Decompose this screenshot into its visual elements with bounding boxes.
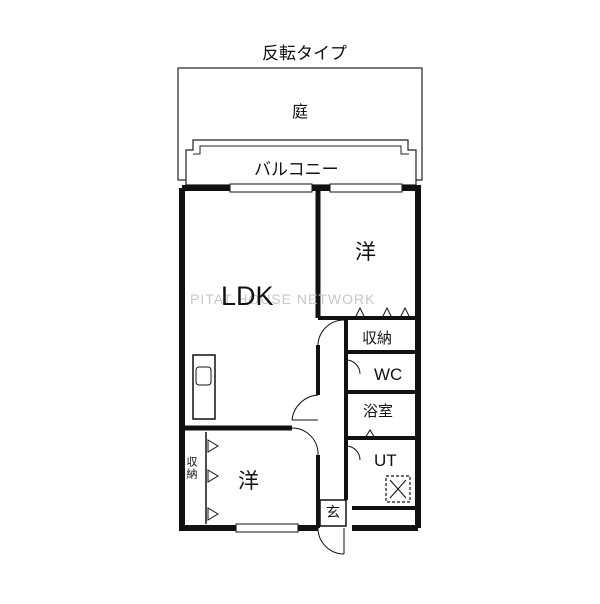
balcony-inner-line: [193, 145, 409, 155]
western-room-1-label: 洋: [355, 240, 376, 264]
washer-pan: [385, 475, 411, 503]
watermark: PITAT HOUSE NETWORK: [190, 291, 376, 307]
ldk-label: LDK: [221, 281, 274, 311]
closet-marker: [207, 507, 219, 521]
bathroom-label: 浴室: [363, 402, 394, 420]
kitchen-sink: [195, 366, 212, 386]
door-swing-ldk: [291, 394, 319, 421]
door-swing-wc: [345, 359, 361, 375]
closet-marker: [354, 306, 366, 319]
closet-marker: [207, 439, 219, 453]
bath-marker: [364, 429, 376, 439]
closet-marker: [381, 306, 393, 319]
utility-label: UT: [374, 451, 397, 470]
kitchen-counter: [192, 354, 216, 420]
window-western-room-2: [235, 523, 299, 533]
window-ldk: [229, 183, 313, 193]
washer-cross: [389, 479, 407, 499]
western-room-2-label: 洋: [238, 469, 259, 493]
plan-title: 反転タイプ: [262, 44, 347, 64]
storage-2-label: 収納: [185, 456, 198, 480]
door-swing-room1: [317, 319, 345, 346]
wall-east: [182, 185, 421, 528]
storage-1-label: 収納: [362, 329, 393, 347]
entrance-label: 玄: [326, 505, 340, 521]
window-western-room-1: [329, 183, 403, 193]
closet-marker: [399, 306, 411, 319]
door-swing-ut: [345, 445, 361, 461]
door-swing-entrance: [317, 527, 345, 555]
garden-label: 庭: [292, 102, 309, 121]
entrance-box: [319, 499, 347, 527]
toilet-label: WC: [374, 365, 403, 384]
balcony-label: バルコニー: [254, 160, 339, 180]
door-swing-room2: [291, 427, 319, 456]
closet-marker: [207, 469, 219, 483]
